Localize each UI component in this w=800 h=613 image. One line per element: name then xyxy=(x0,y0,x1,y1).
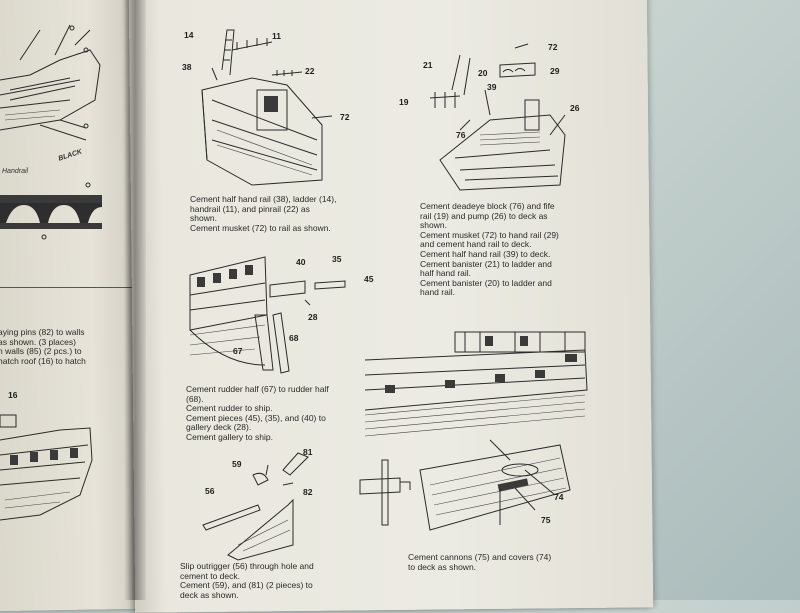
panel4-illustration xyxy=(202,452,309,561)
part-label: 28 xyxy=(308,312,318,322)
part-label: 26 xyxy=(570,103,580,113)
part-label: 72 xyxy=(548,42,558,52)
caption-line: hand rail. xyxy=(420,287,455,298)
left-text-line: aying pins (82) to walls xyxy=(0,327,85,337)
caption-line: Cement banister (21) to ladder and xyxy=(420,258,552,269)
part-label: 59 xyxy=(232,459,242,469)
part-label: 76 xyxy=(456,130,466,140)
caption-line: and cement hand rail to deck. xyxy=(420,239,532,250)
photo-scene: Handrail BLACK aying pins (82) to walls … xyxy=(0,0,654,613)
part-label: 81 xyxy=(303,447,313,457)
part-label: 11 xyxy=(272,31,281,41)
caption-line: half hand rail. xyxy=(420,268,472,279)
panel2-illustration xyxy=(429,43,566,191)
caption-line: gallery deck (28). xyxy=(186,422,252,433)
caption-line: Cement gallery to ship. xyxy=(186,431,273,442)
part-label: 20 xyxy=(478,68,488,78)
caption-line: Cement (59), and (81) (2 pieces) to xyxy=(180,580,313,591)
left-text-line: as shown. (3 places) xyxy=(0,336,76,347)
caption-line: Cement half hand rail (38), ladder (14), xyxy=(190,194,337,204)
label-handrail: Handrail xyxy=(2,168,29,175)
caption-line: Cement deadeye block (76) and fife xyxy=(420,201,555,211)
panel3-caption: Cement rudder half (67) to rudder half (… xyxy=(186,384,329,443)
caption-line: Slip outrigger (56) through hole and xyxy=(180,561,314,571)
caption-line: to deck as shown. xyxy=(408,561,477,572)
panel5-illustration xyxy=(359,439,571,531)
caption-line: cement to deck. xyxy=(180,570,241,581)
caption-line: Cement musket (72) to rail as shown. xyxy=(190,222,331,233)
left-ship-illustration xyxy=(0,24,101,141)
part-label: 14 xyxy=(184,30,194,40)
caption-line: shown. xyxy=(420,220,447,231)
part-label: 19 xyxy=(399,97,409,107)
part-label: 40 xyxy=(296,257,306,267)
caption-line: deck as shown. xyxy=(180,589,239,600)
part-label: 82 xyxy=(303,487,313,497)
hull-side-illustration xyxy=(364,331,588,437)
caption-line: handrail (11), and pinrail (22) as xyxy=(190,203,310,214)
part-label: 45 xyxy=(364,274,374,284)
panel2-caption: Cement deadeye block (76) and fife rail … xyxy=(420,201,559,298)
caption-line: Cement pieces (45), (35), and (40) to xyxy=(186,412,326,423)
part-label: 38 xyxy=(182,62,192,72)
part-label: 21 xyxy=(423,60,433,70)
panel4-caption: Slip outrigger (56) through hole and cem… xyxy=(180,561,314,600)
part-label: 16 xyxy=(8,390,18,400)
caption-line: shown. xyxy=(190,213,217,224)
left-ship-stern-illustration xyxy=(0,414,93,521)
panel1-illustration xyxy=(201,29,333,186)
left-text-line: hatch roof (16) to hatch xyxy=(0,355,86,366)
book-gutter xyxy=(124,0,146,600)
caption-line: Cement banister (20) to ladder and xyxy=(420,277,552,288)
panel5-caption: Cement cannons (75) and covers (74) to d… xyxy=(408,552,552,572)
part-label: 72 xyxy=(340,112,350,122)
part-label: 39 xyxy=(487,82,497,92)
caption-line: Cement cannons (75) and covers (74) xyxy=(408,552,552,562)
part-label: 22 xyxy=(305,66,315,76)
left-arch-rail xyxy=(0,182,102,240)
part-label: 67 xyxy=(233,346,243,356)
part-label: 75 xyxy=(541,515,551,525)
left-page-divider xyxy=(0,287,135,288)
part-label: 74 xyxy=(554,492,564,502)
caption-line: (68). xyxy=(186,393,204,404)
caption-line: rail (19) and pump (26) to deck as xyxy=(420,210,548,221)
caption-line: Cement rudder half (67) to rudder half xyxy=(186,384,329,394)
caption-line: Cement half hand rail (39) to deck. xyxy=(420,248,551,259)
panel1-caption: Cement half hand rail (38), ladder (14),… xyxy=(190,194,337,233)
part-label: 56 xyxy=(205,486,215,496)
part-label: 68 xyxy=(289,333,299,343)
caption-line: Cement rudder to ship. xyxy=(186,403,273,414)
part-label: 35 xyxy=(332,254,342,264)
left-text-line: h walls (85) (2 pcs.) to xyxy=(0,346,82,357)
left-page-text: aying pins (82) to walls as shown. (3 pl… xyxy=(0,327,86,366)
panel3-illustration xyxy=(189,256,346,374)
part-label: 29 xyxy=(550,66,560,76)
caption-line: Cement musket (72) to hand rail (29) xyxy=(420,229,559,240)
